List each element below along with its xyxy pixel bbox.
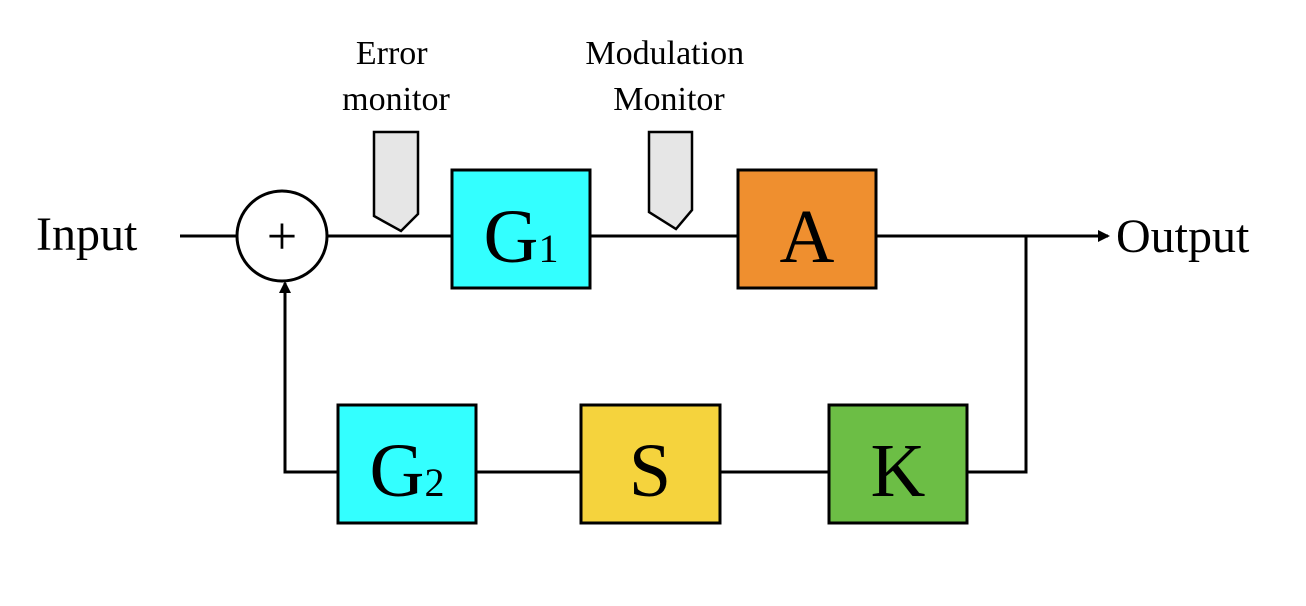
g1-block: G1 <box>450 168 592 290</box>
modulation-monitor-probe <box>647 130 694 231</box>
svg-text:G2: G2 <box>370 429 445 513</box>
a-block: A <box>736 168 878 290</box>
input-label: Input <box>36 208 138 261</box>
feedback-return-wire <box>279 281 338 474</box>
s-block: S <box>579 403 722 525</box>
g2-subscript: 2 <box>424 460 444 505</box>
k-block: K <box>827 403 969 525</box>
feedback-tap-wire <box>967 236 1028 474</box>
s-letter: S <box>629 429 671 513</box>
svg-text:G1: G1 <box>484 195 559 279</box>
k-letter: K <box>871 429 926 513</box>
g2-block: G2 <box>336 403 478 525</box>
modulation-monitor-label: Modulation Monitor <box>585 35 752 118</box>
summing-junction: + <box>235 189 329 283</box>
g1-subscript: 1 <box>538 226 558 271</box>
error-monitor-label: Error monitor <box>342 35 450 118</box>
output-label: Output <box>1116 210 1250 263</box>
error-monitor-probe <box>372 130 420 233</box>
g1-letter: G <box>484 195 539 279</box>
a-letter: A <box>780 195 835 279</box>
g2-letter: G <box>370 429 425 513</box>
summing-junction-symbol: + <box>267 206 297 266</box>
